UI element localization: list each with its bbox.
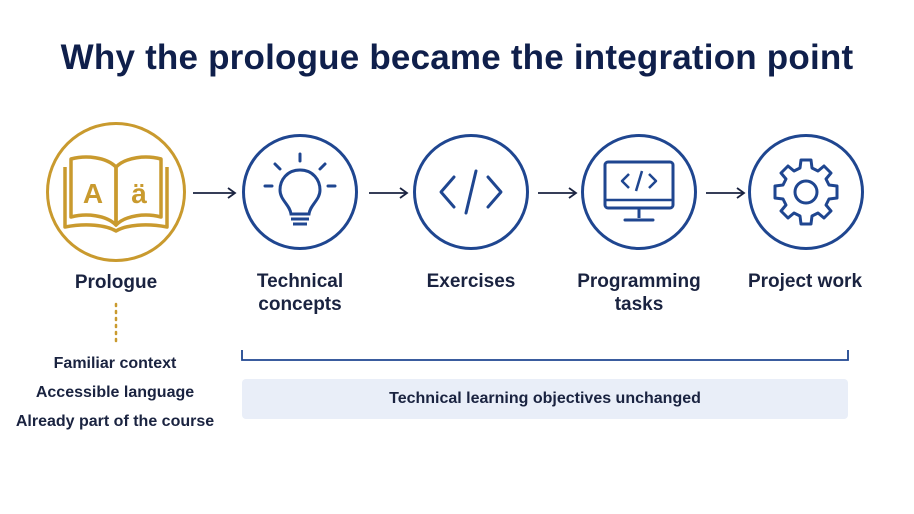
- context-item: Familiar context: [53, 355, 177, 372]
- programming-tasks-label: Programming tasks: [577, 271, 701, 315]
- prologue-node: A ä: [46, 122, 186, 262]
- exercises-label: Exercises: [426, 271, 516, 292]
- code-icon: [439, 169, 503, 215]
- prologue-dotted-connector: [114, 302, 118, 348]
- technical-steps-bracket: [241, 350, 849, 361]
- objective-band: Technical learning objectives unchanged: [242, 379, 848, 419]
- arrow-right-icon: [706, 187, 746, 199]
- project-work-label: Project work: [747, 271, 863, 292]
- prologue-label: Prologue: [74, 272, 158, 293]
- gear-icon: [773, 158, 839, 226]
- page-title: Why the prologue became the integration …: [60, 38, 854, 77]
- technical-concepts-node: [242, 134, 358, 250]
- arrow-right-icon: [538, 187, 578, 199]
- book-letter-left: A: [83, 178, 103, 209]
- book-letter-right: ä: [131, 178, 147, 209]
- programming-tasks-node: [581, 134, 697, 250]
- project-work-node: [748, 134, 864, 250]
- context-item: Accessible language: [35, 384, 195, 401]
- arrow-right-icon: [193, 187, 237, 199]
- context-item: Already part of the course: [15, 413, 215, 430]
- exercises-node: [413, 134, 529, 250]
- book-icon: A ä: [63, 155, 169, 233]
- lightbulb-icon: [263, 152, 337, 226]
- arrow-right-icon: [369, 187, 409, 199]
- technical-concepts-label: Technical concepts: [256, 271, 344, 315]
- monitor-code-icon: [603, 160, 675, 222]
